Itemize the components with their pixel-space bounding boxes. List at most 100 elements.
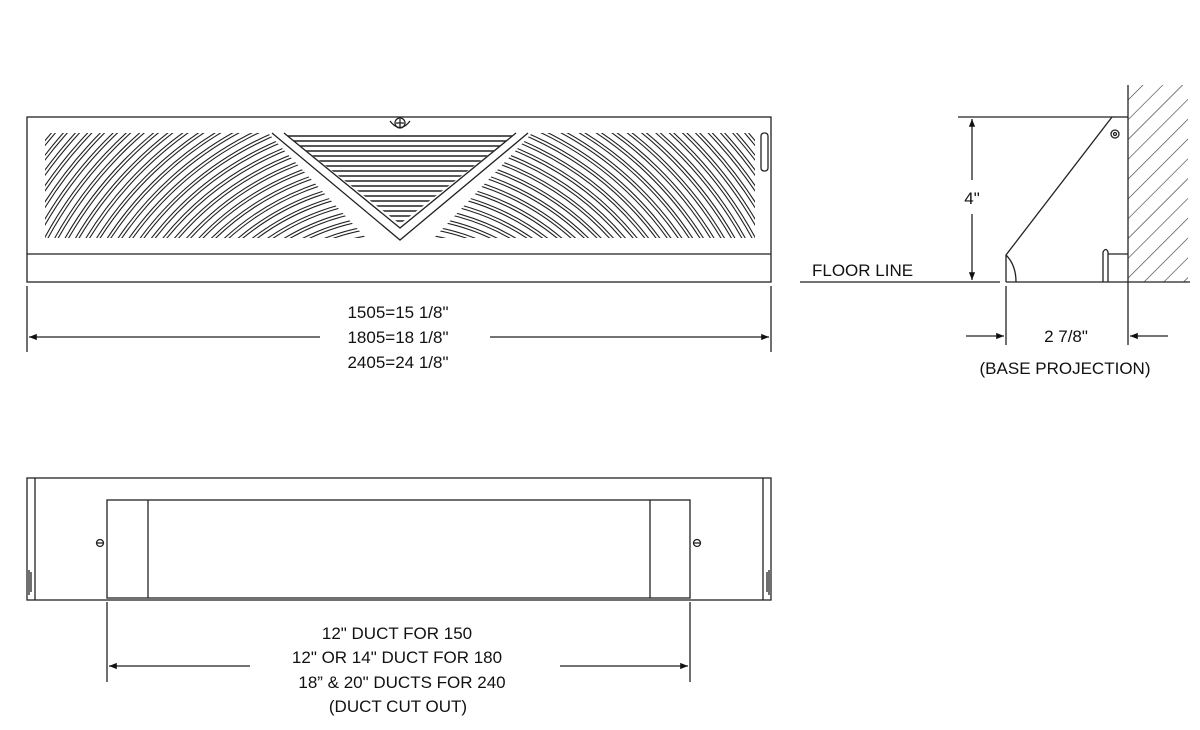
right-curved-louvers: [434, 133, 755, 238]
louver-arc: [434, 133, 695, 238]
screw-icon-side: [1110, 129, 1120, 139]
duct-label-180: 12" OR 14" DUCT FOR 180: [292, 648, 502, 667]
louver-arc: [434, 133, 755, 238]
louver-arc: [434, 199, 530, 238]
louver-arc: [105, 133, 366, 238]
louver-arc: [213, 163, 366, 238]
length-label-1505: 1505=15 1/8": [347, 303, 448, 322]
louver-arc: [434, 187, 551, 238]
louver-arc: [434, 208, 514, 238]
louver-arc: [434, 133, 640, 238]
register-outline: [26, 116, 772, 283]
screw-icon-left: [95, 538, 105, 548]
louver-arc: [434, 235, 440, 238]
projection-caption: (BASE PROJECTION): [980, 359, 1151, 378]
screw-icon-right: [692, 538, 702, 548]
louver-arc: [434, 133, 691, 238]
projection-label: 2 7/8": [1044, 327, 1088, 346]
louver-arc: [53, 133, 366, 238]
louver-arc: [434, 178, 565, 238]
louver-arc: [87, 133, 366, 238]
louver-arc: [153, 133, 366, 238]
louver-arc: [56, 133, 366, 238]
side-view: FLOOR LINE 4" 2 7/8" (BASE PROJECTION): [800, 85, 1190, 378]
louver-arc: [188, 145, 366, 238]
louver-arc: [196, 151, 366, 238]
louver-arc: [249, 187, 366, 238]
louver-arc: [434, 133, 755, 238]
side-tab: [760, 132, 769, 172]
duct-cutout-caption: (DUCT CUT OUT): [329, 697, 467, 716]
bottom-outline: [26, 477, 772, 601]
louver-arc: [45, 133, 366, 238]
louver-arc: [434, 136, 624, 238]
louver-arc: [254, 190, 366, 238]
louver-arc: [109, 133, 366, 238]
louver-arc: [360, 235, 366, 238]
duct-collar: [106, 499, 691, 599]
louver-arc: [281, 205, 366, 238]
wall-hatch: [1128, 85, 1188, 282]
louver-arc: [116, 133, 366, 238]
louver-arc: [434, 133, 727, 238]
louver-arc: [149, 133, 366, 238]
louver-arc: [200, 154, 366, 238]
louver-arc: [45, 133, 366, 238]
louver-arc: [434, 133, 755, 238]
left-curved-louvers: [45, 133, 366, 238]
louver-arc: [434, 196, 536, 238]
length-label-2405: 2405=24 1/8": [347, 353, 448, 372]
louver-arc: [434, 133, 755, 238]
louver-arc: [434, 133, 658, 238]
louver-arc: [434, 151, 604, 238]
louver-arc: [222, 169, 366, 238]
center-horizontal-louvers: [284, 135, 516, 222]
mounting-bracket: [1102, 248, 1128, 282]
louver-arc: [434, 133, 755, 238]
louver-arc: [434, 217, 495, 238]
louver-arc: [160, 133, 366, 238]
louver-arc: [270, 199, 366, 238]
v-divider-inner: [283, 132, 517, 229]
louver-arc: [127, 133, 366, 238]
bottom-view: 12" DUCT FOR 150 12" OR 14" DUCT FOR 180…: [26, 477, 772, 716]
height-label: 4": [964, 189, 980, 208]
louver-arc: [434, 133, 680, 238]
duct-label-240: 18” & 20" DUCTS FOR 240: [298, 673, 505, 692]
louver-arc: [434, 133, 747, 238]
register-profile: [1005, 116, 1113, 283]
louver-arc: [434, 133, 702, 238]
louver-arc: [434, 133, 662, 238]
louver-arc: [434, 154, 600, 238]
louver-arc: [264, 196, 366, 238]
louver-arc: [434, 169, 578, 238]
louver-arc: [434, 133, 670, 238]
louver-arc: [98, 133, 366, 238]
louver-arc: [434, 133, 755, 238]
louver-arc: [130, 133, 366, 238]
louver-arc: [286, 208, 366, 238]
louver-arc: [434, 133, 744, 238]
screw-icon-center: [1112, 131, 1118, 137]
louver-arc: [184, 142, 366, 238]
louver-arc: [120, 133, 366, 238]
louver-arc: [434, 133, 723, 238]
louver-arc: [434, 133, 647, 238]
louver-arc: [45, 133, 366, 238]
louver-arc: [434, 145, 612, 238]
louver-arc: [434, 133, 755, 238]
louver-arc: [46, 133, 366, 238]
louver-arc: [434, 172, 574, 238]
louver-arc: [434, 133, 755, 238]
louver-arc: [434, 205, 519, 238]
louver-arc: [434, 133, 706, 238]
louver-arc: [138, 133, 366, 238]
louver-arc: [142, 133, 366, 238]
louver-arc: [45, 133, 366, 238]
louver-arc: [434, 160, 591, 238]
louver-arc: [434, 133, 684, 238]
louver-arc: [45, 133, 366, 238]
screw-icon: [389, 117, 411, 129]
louver-arc: [434, 133, 636, 238]
